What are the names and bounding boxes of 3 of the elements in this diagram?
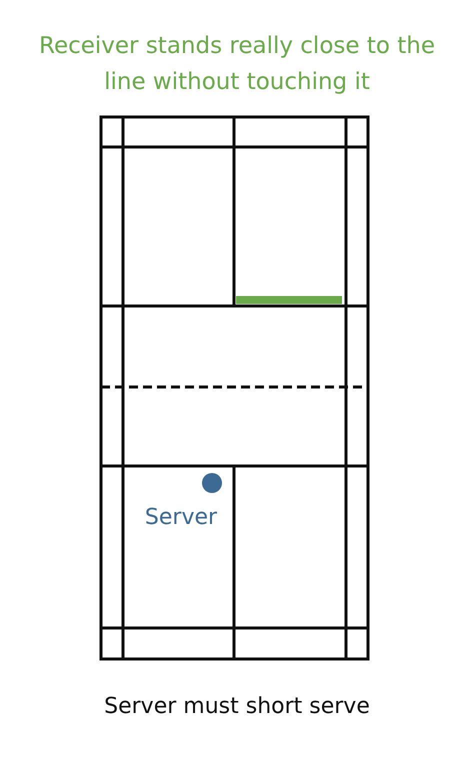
title: Receiver stands really close to the line without touching it [38,32,436,97]
caption: Server must short serve [103,693,371,721]
player-label: Server [144,504,218,532]
